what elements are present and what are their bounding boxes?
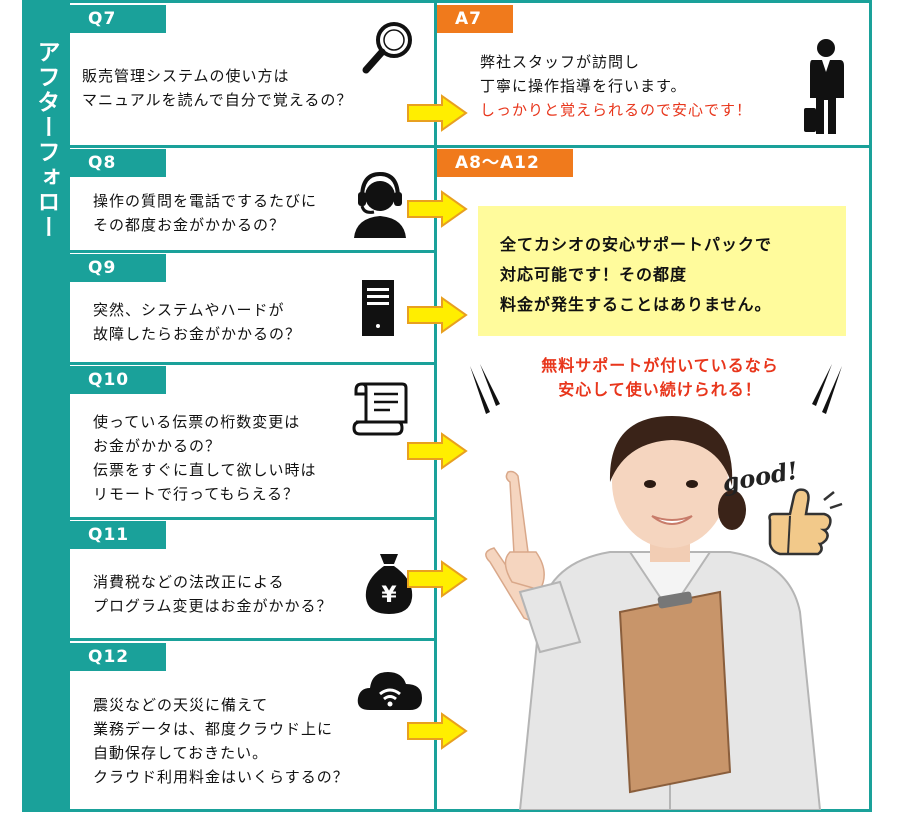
row-divider [70,362,436,365]
row-divider [70,638,436,641]
businessman-icon [804,39,844,134]
yen-money-bag-icon: ¥ [365,554,413,614]
svg-text:¥: ¥ [381,583,397,608]
cloud-wifi-icon [357,672,422,710]
callout-line: 安心して使い続けられる！ [558,380,762,399]
answer-tag-a8-a12: A8〜A12 [437,149,573,177]
question-text-q9: 突然、システムやハードが 故障したらお金がかかるの？ [93,301,302,343]
question-tag-q9: Q9 [70,254,166,282]
answer-box-line: 全てカシオの安心サポートパックで [500,235,773,254]
question-tag-q10: Q10 [70,366,166,394]
answer-text-a7: 弊社スタッフが訪問し 丁寧に操作指導を行います。 しっかりと覚えられるので安心で… [480,50,752,122]
answer-tag-a7: A7 [437,5,513,33]
row-divider [70,145,872,148]
emphasis-lines-icon [470,364,500,414]
magnifier-icon [362,22,412,74]
server-tower-icon [362,280,394,336]
arrow-right-icon [407,560,468,598]
answer-box-line: 対応可能です！その都度 [500,265,688,284]
question-text-q8: 操作の質問を電話でするたびに その都度お金がかかるの？ [93,192,318,234]
support-staff-illustration [485,416,822,810]
answer-highlight: しっかりと覚えられるので安心です！ [480,101,753,119]
row-divider [70,517,436,520]
answer-box-text: 全てカシオの安心サポートパックで 対応可能です！その都度 料金が発生することはあ… [500,230,772,320]
arrow-right-icon [407,94,468,132]
answer-line: 弊社スタッフが訪問し [480,53,641,71]
question-text-q12: 震災などの天災に備えて 業務データは、都度クラウド上に 自動保存しておきたい。 … [93,696,349,786]
callout-line: 無料サポートが付いているなら [541,356,779,375]
callout-text: 無料サポートが付いているなら 安心して使い続けられる！ [480,354,840,402]
question-tag-q7: Q7 [70,5,166,33]
arrow-right-icon [407,432,468,470]
headset-operator-icon [354,171,406,238]
question-tag-q11: Q11 [70,521,166,549]
question-text-q7: 販売管理システムの使い方は マニュアルを読んで自分で覚えるの？ [82,67,353,109]
question-text-q11: 消費税などの法改正による プログラム変更はお金がかかる？ [93,573,333,615]
arrow-right-icon [407,190,468,228]
emphasis-lines-icon [812,364,842,414]
answer-line: 丁寧に操作指導を行います。 [480,77,687,95]
row-divider [70,250,436,253]
column-divider [434,0,437,812]
question-tag-q8: Q8 [70,149,166,177]
question-text-q10: 使っている伝票の桁数変更は お金がかかるの？ 伝票をすぐに直して欲しい時は リモ… [93,413,317,503]
sidebar: アフターフォロー [22,0,70,812]
answer-box-line: 料金が発生することはありません。 [500,295,772,314]
arrow-right-icon [407,296,468,334]
question-tag-q12: Q12 [70,643,166,671]
document-scroll-icon [352,382,408,436]
arrow-right-icon [407,712,468,750]
thumbs-up-icon [768,488,843,556]
sidebar-title: アフターフォロー [33,40,59,240]
answer-box [478,206,846,336]
